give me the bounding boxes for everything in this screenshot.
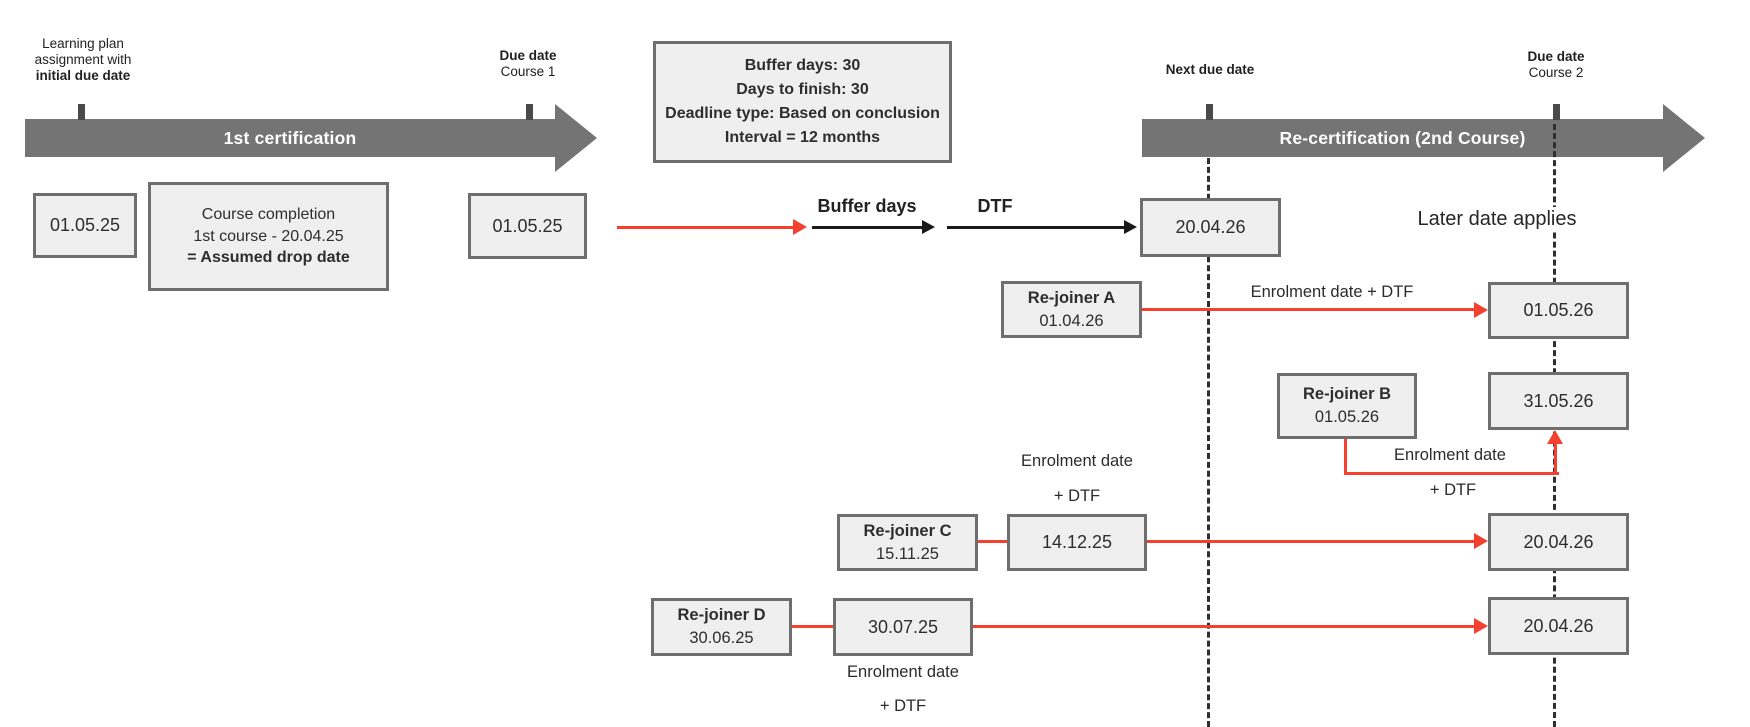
- rejoiner-a-arrow: [1142, 308, 1474, 311]
- dtf-arrow: [947, 226, 1124, 229]
- tick-course1-due: [526, 104, 533, 120]
- rejoiner-a-arrowhead: [1474, 302, 1488, 318]
- assignment-label-line2: assignment with: [34, 52, 132, 67]
- rejoiner-a-name: Re-joiner A: [1027, 288, 1116, 307]
- rejoiner-c-result-box: 20.04.26: [1488, 513, 1629, 571]
- completion-line3: = Assumed drop date: [187, 249, 350, 267]
- recert-arrow-title: Re-certification (2nd Course): [1279, 127, 1526, 148]
- course1-due-label: Due date Course 1: [458, 48, 598, 80]
- rejoiner-c-mid-box: 14.12.25: [1007, 514, 1147, 571]
- rejoiner-b-connector-up: [1554, 443, 1557, 475]
- rejoiner-b-connector-down: [1344, 439, 1347, 475]
- initial-due-value: 01.05.25: [49, 215, 121, 235]
- completion-box: Course completion 1st course - 20.04.25 …: [148, 182, 389, 291]
- tick-course2-due: [1553, 104, 1560, 120]
- rejoiner-d-mid-value: 30.07.25: [867, 616, 939, 637]
- rejoiner-a-date: 01.04.26: [1039, 311, 1104, 330]
- rejoiner-d-connector: [792, 625, 833, 628]
- rejoiner-b-result-box: 31.05.26: [1488, 372, 1629, 430]
- course1-due-label-line1: Due date: [499, 48, 557, 63]
- rejoiner-d-date: 30.06.25: [689, 629, 754, 647]
- course1-due-box: 01.05.25: [468, 193, 587, 259]
- rejoiner-b-connector-across: [1344, 472, 1559, 475]
- rejoiner-d-mid-box: 30.07.25: [833, 598, 973, 656]
- buffer-days-arrow: [812, 226, 922, 229]
- completion-line2: 1st course - 20.04.25: [193, 227, 344, 245]
- rejoiner-b-rule-line2: + DTF: [1429, 481, 1477, 499]
- next-due-dashline: [1207, 158, 1210, 727]
- assignment-label: Learning plan assignment with initial du…: [3, 36, 163, 84]
- rejoiner-c-connector: [978, 540, 1007, 543]
- cert1-arrow-head: [555, 104, 597, 172]
- rejoiner-c-arrow: [1147, 540, 1474, 543]
- next-due-value: 20.04.26: [1175, 217, 1246, 237]
- dtf-arrowhead: [1124, 220, 1137, 234]
- rejoiner-c-result-value: 20.04.26: [1523, 531, 1594, 552]
- rejoiner-c-arrowhead: [1474, 533, 1488, 549]
- calc-red-arrowhead: [793, 219, 807, 235]
- rejoiner-c-date: 15.11.25: [875, 544, 939, 563]
- settings-line1: Buffer days: 30: [744, 57, 861, 74]
- settings-box: Buffer days: 30 Days to finish: 30 Deadl…: [653, 41, 952, 163]
- settings-line3: Deadline type: Based on conclusion: [665, 105, 940, 122]
- rejoiner-d-result-value: 20.04.26: [1523, 615, 1594, 636]
- rejoiner-a-result-box: 01.05.26: [1488, 282, 1629, 339]
- course2-due-label: Due date Course 2: [1486, 49, 1626, 81]
- rejoiner-a-result-value: 01.05.26: [1523, 300, 1594, 320]
- settings-line4: Interval = 12 months: [724, 129, 881, 146]
- assignment-label-line3: initial due date: [35, 68, 131, 83]
- buffer-days-arrowhead: [922, 220, 935, 234]
- tick-initial-due: [78, 104, 85, 120]
- rejoiner-a-box: Re-joiner A 01.04.26: [1001, 281, 1142, 338]
- rejoiner-b-arrowhead: [1547, 430, 1563, 444]
- rejoiner-c-name: Re-joiner C: [863, 521, 952, 540]
- rejoiner-d-arrowhead: [1474, 618, 1488, 634]
- dtf-label: DTF: [977, 196, 1013, 216]
- rejoiner-d-box: Re-joiner D 30.06.25: [651, 598, 792, 656]
- recert-arrow-head: [1663, 104, 1705, 172]
- assignment-label-line1: Learning plan: [42, 36, 124, 51]
- next-due-label: Next due date: [1165, 62, 1255, 77]
- next-due-box: 20.04.26: [1140, 198, 1281, 257]
- rejoiner-d-rule-line1: Enrolment date: [847, 663, 959, 681]
- rejoiner-d-name: Re-joiner D: [677, 606, 766, 624]
- later-date-note: Later date applies: [1386, 207, 1608, 232]
- recert-arrow: Re-certification (2nd Course): [1142, 119, 1663, 157]
- settings-line2: Days to finish: 30: [736, 81, 869, 98]
- completion-line1: Course completion: [201, 206, 336, 224]
- rejoiner-d-rule-line2: + DTF: [879, 697, 927, 715]
- rejoiner-c-box: Re-joiner C 15.11.25: [837, 514, 978, 571]
- rejoiner-c-rule-line2: + DTF: [1053, 487, 1101, 505]
- buffer-days-label: Buffer days: [817, 196, 917, 216]
- rejoiner-c-rule-line1: Enrolment date: [1021, 452, 1133, 470]
- initial-due-box: 01.05.25: [33, 193, 137, 258]
- rejoiner-b-rule-line1: Enrolment date: [1394, 446, 1506, 464]
- calc-red-arrow: [617, 226, 793, 229]
- rejoiner-d-arrow: [973, 625, 1474, 628]
- rejoiner-b-box: Re-joiner B 01.05.26: [1277, 373, 1417, 439]
- tick-next-due: [1206, 104, 1213, 120]
- rejoiner-b-date: 01.05.26: [1314, 408, 1380, 426]
- course1-due-value: 01.05.25: [492, 215, 563, 236]
- cert1-arrow-title: 1st certification: [223, 127, 357, 148]
- rejoiner-b-name: Re-joiner B: [1302, 385, 1391, 403]
- rejoiner-b-result-value: 31.05.26: [1523, 390, 1594, 411]
- course1-due-label-line2: Course 1: [500, 64, 556, 79]
- cert1-arrow: 1st certification: [25, 119, 555, 157]
- rejoiner-c-mid-value: 14.12.25: [1041, 532, 1113, 552]
- course2-due-label-line2: Course 2: [1528, 65, 1584, 80]
- rejoiner-a-rule-label: Enrolment date + DTF: [1250, 283, 1414, 301]
- course2-due-label-line1: Due date: [1527, 49, 1585, 64]
- rejoiner-d-result-box: 20.04.26: [1488, 597, 1629, 655]
